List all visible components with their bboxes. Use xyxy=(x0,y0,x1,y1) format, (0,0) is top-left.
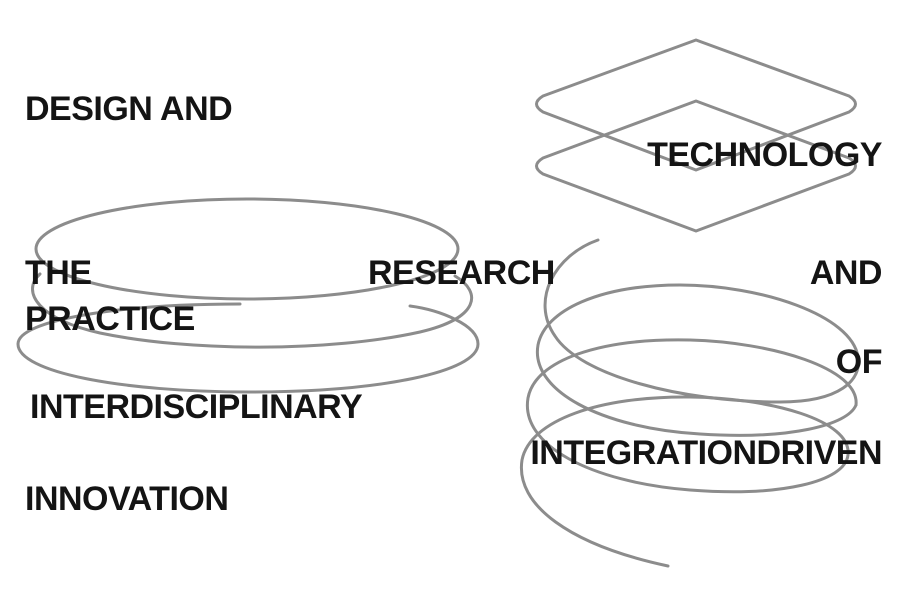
word-interdisciplinary: INTERDISCIPLINARY xyxy=(30,388,363,426)
word-integrationdriven: INTEGRATIONDRIVEN xyxy=(530,434,882,472)
ellipse-bottom xyxy=(16,302,480,394)
ellipse-top xyxy=(34,197,460,301)
coil-loop-1 xyxy=(535,238,860,437)
word-practice: PRACTICE xyxy=(25,300,195,338)
ellipse-middle-arc xyxy=(31,272,474,349)
word-research: RESEARCH xyxy=(368,254,555,292)
diamond-upper xyxy=(535,38,857,172)
word-of: OF xyxy=(835,343,883,381)
coil-loop-2 xyxy=(519,338,858,568)
stacked-diamonds-graphic xyxy=(535,38,857,233)
word-innovation: INNOVATION xyxy=(25,480,229,518)
spiral-coil-graphic xyxy=(519,238,860,568)
word-design-and: DESIGN AND xyxy=(25,90,233,128)
word-and: AND xyxy=(809,254,883,292)
word-the: THE xyxy=(25,254,92,292)
stacked-ellipses-graphic xyxy=(16,197,480,394)
word-technology: TECHNOLOGY xyxy=(647,136,882,174)
diamond-lower xyxy=(535,99,857,233)
